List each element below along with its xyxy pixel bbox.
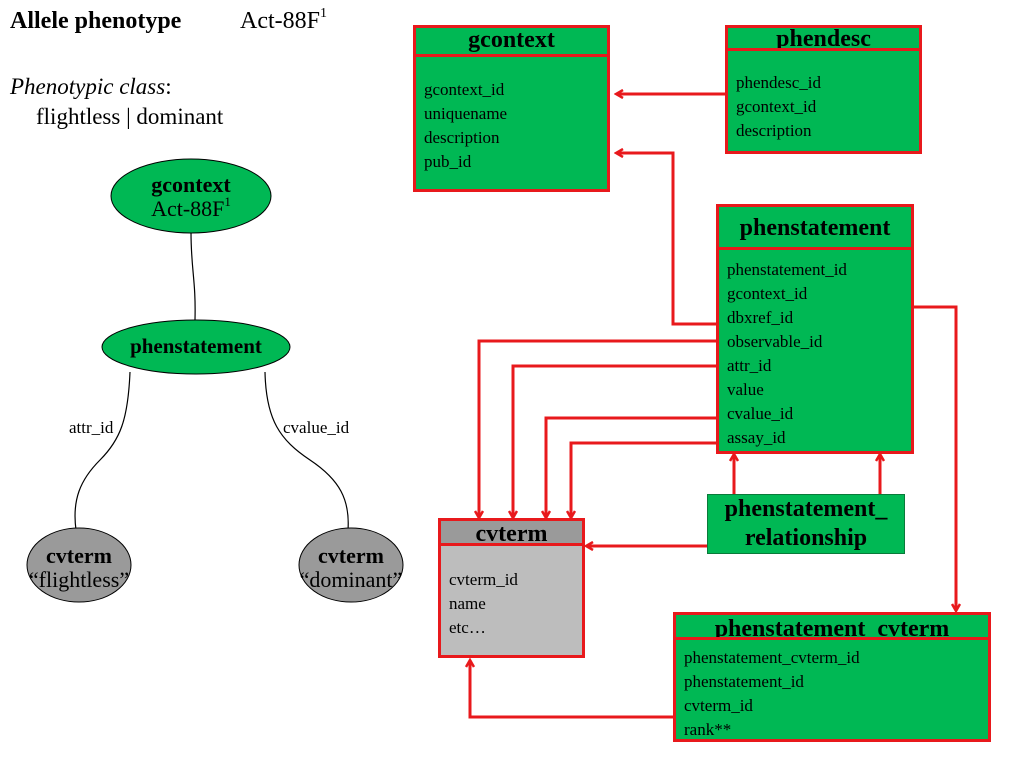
cvterm-left-node: cvterm “flightless”: [0, 540, 158, 596]
table-phendesc-fields: phendesc_id gcontext_id description: [728, 51, 919, 143]
field: attr_id: [727, 356, 772, 375]
allele-name: Act-88F1: [240, 6, 327, 35]
field: assay_id: [727, 428, 786, 447]
fk-observable-cvterm: [479, 339, 716, 518]
field: description: [736, 121, 812, 140]
phenstatement-node: phenstatement: [102, 320, 290, 374]
table-gcontext-fields: gcontext_id uniquename description pub_i…: [416, 57, 607, 174]
edge-cvalue-id: [264, 371, 349, 531]
class-label-colon: :: [165, 74, 172, 99]
cvterm-right-node: cvterm “dominant”: [272, 540, 430, 596]
field: pub_id: [424, 152, 472, 171]
cvterm-left-node-name: cvterm: [46, 542, 112, 568]
gcontext-node-shape: [110, 158, 272, 234]
gcontext-node-name: gcontext: [151, 171, 231, 197]
edge-attr-id: [74, 371, 131, 531]
table-phendesc-title: phendesc: [728, 28, 919, 51]
relationship-title-line2: relationship: [744, 525, 868, 551]
fk-phenstatement-gcontext: [616, 153, 716, 326]
class-label-text: Phenotypic class: [10, 74, 166, 99]
table-phenstatement-relationship: phenstatement_ relationship: [707, 494, 905, 554]
field: gcontext_id: [727, 284, 808, 303]
phenotypic-class-label: Phenotypic class:: [10, 74, 172, 100]
field: uniquename: [424, 104, 508, 123]
page-title: Allele phenotype: [10, 8, 182, 34]
field: gcontext_id: [424, 80, 505, 99]
gcontext-node: gcontext Act-88F1: [111, 160, 271, 234]
table-gcontext: gcontext gcontext_id uniquename descript…: [413, 25, 610, 192]
allele-base: Act-88F: [240, 8, 320, 34]
field: etc…: [449, 618, 486, 637]
table-phenstatement-cvterm-fields: phenstatement_cvterm_id phenstatement_id…: [676, 640, 988, 742]
gcontext-node-value: Act-88F1: [151, 194, 231, 221]
field: rank**: [684, 720, 732, 739]
table-phenstatement-fields: phenstatement_id gcontext_id dbxref_id o…: [719, 250, 911, 450]
relationship-title-line1: phenstatement_: [724, 496, 888, 522]
field: phendesc_id: [736, 73, 821, 92]
table-cvterm-fields: cvterm_id name etc…: [441, 546, 582, 640]
field: description: [424, 128, 500, 147]
table-phenstatement-cvterm-title: phenstatement_cvterm: [676, 615, 988, 640]
table-phendesc: phendesc phendesc_id gcontext_id descrip…: [725, 25, 922, 154]
fk-attr-cvterm: [513, 364, 716, 518]
table-phenstatement-cvterm: phenstatement_cvterm phenstatement_cvter…: [673, 612, 991, 742]
field: phenstatement_cvterm_id: [684, 648, 860, 667]
fk-assay-cvterm: [571, 441, 716, 518]
field: cvterm_id: [684, 696, 753, 715]
cvterm-right-node-shape: [298, 527, 404, 603]
table-cvterm-title: cvterm: [441, 521, 582, 546]
phenstatement-node-shape: [101, 319, 291, 375]
cvterm-left-node-value: “flightless”: [28, 567, 130, 592]
cvterm-left-node-shape: [26, 527, 132, 603]
field: cvterm_id: [449, 570, 518, 589]
edge-label-cvalue-id: cvalue_id: [283, 418, 350, 437]
field: value: [727, 380, 764, 399]
edge-gcontext-phenstatement: [190, 231, 196, 321]
fk-phenstatement-cvterm-link: [913, 305, 956, 611]
gcontext-node-value-base: Act-88F: [151, 196, 225, 221]
field: phenstatement_id: [684, 672, 804, 691]
allele-superscript: 1: [320, 6, 327, 21]
field: dbxref_id: [727, 308, 794, 327]
field: gcontext_id: [736, 97, 817, 116]
field: phenstatement_id: [727, 260, 847, 279]
table-phenstatement-title: phenstatement: [719, 207, 911, 250]
table-cvterm: cvterm cvterm_id name etc…: [438, 518, 585, 658]
fk-cvalue-cvterm: [546, 416, 716, 518]
gcontext-node-value-sup: 1: [224, 194, 231, 209]
field: name: [449, 594, 486, 613]
edge-label-attr-id: attr_id: [69, 418, 114, 437]
phenstatement-node-name: phenstatement: [130, 334, 262, 359]
table-gcontext-title: gcontext: [416, 28, 607, 57]
fk-phenstatement-cvterm-cvterm: [470, 660, 674, 719]
cvterm-right-node-value: “dominant”: [299, 567, 403, 592]
field: cvalue_id: [727, 404, 794, 423]
table-phenstatement: phenstatement phenstatement_id gcontext_…: [716, 204, 914, 454]
phenotypic-class-values: flightless | dominant: [36, 104, 224, 129]
cvterm-right-node-name: cvterm: [318, 542, 384, 568]
field: observable_id: [727, 332, 823, 351]
